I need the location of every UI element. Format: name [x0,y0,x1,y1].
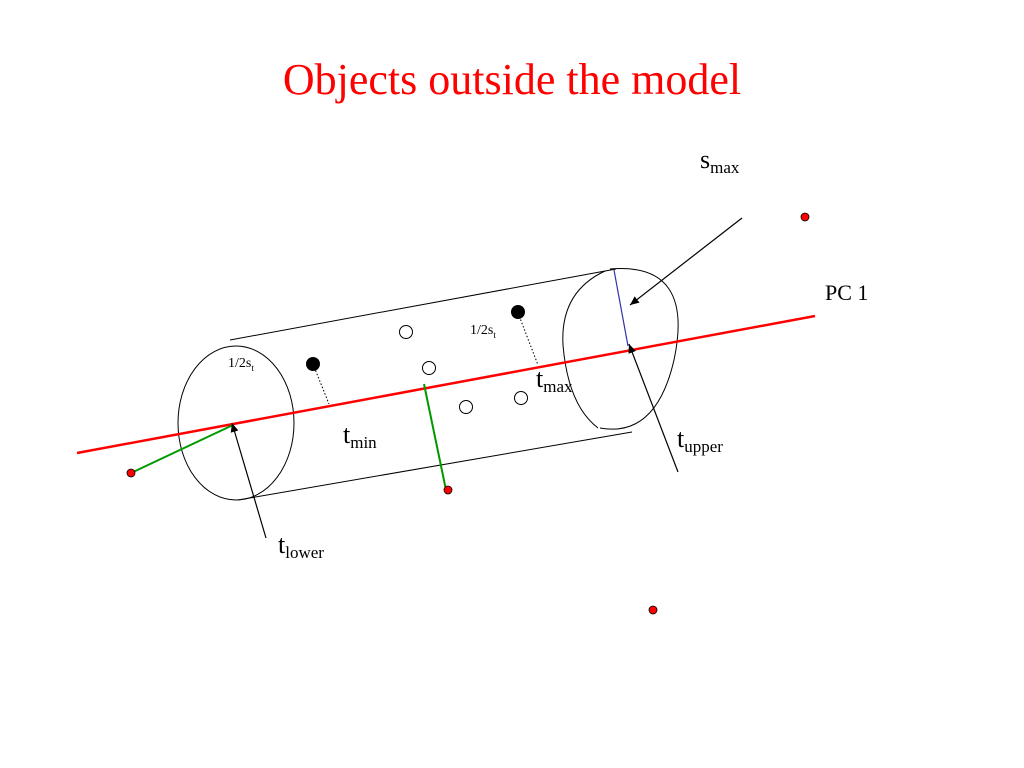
cylinder-left-end [177,345,295,501]
cylinder-bottom-edge [237,431,633,501]
t-lower-label: tlower [278,530,324,562]
half-st-label-left: 1/2st [228,356,254,373]
t-upper-arrow [628,343,679,473]
model-cylinder [177,268,679,501]
filled-point [306,357,320,371]
page-title: Objects outside the model [282,55,742,104]
t-lower-arrow [230,422,267,539]
half-st-dotted-left [312,363,330,405]
pc1-line [76,314,816,455]
t-min-label: tmin [343,420,377,452]
s-max-arrow [629,217,743,306]
open-point [422,361,436,375]
s-max-radius-line [613,269,629,347]
open-point [514,391,528,405]
pc1-label: PC 1 [825,280,868,305]
outlier-point [443,485,453,495]
filled-point [511,305,525,319]
half-st-dotted-right [517,312,539,366]
outlier-point [126,468,136,478]
residual-line-left [130,424,234,474]
cylinder-right-end [599,268,679,430]
outlier-point [648,605,658,615]
open-point [399,325,413,339]
t-max-label: tmax [536,364,573,396]
open-point [459,400,473,414]
residual-line-middle [423,383,447,491]
half-st-label-right: 1/2st [470,323,496,340]
cylinder-right-end-inner [562,270,606,429]
t-upper-label: tupper [677,424,723,456]
s-max-label: smax [700,145,740,177]
cylinder-top-edge [229,268,617,341]
outlier-point [800,212,810,222]
